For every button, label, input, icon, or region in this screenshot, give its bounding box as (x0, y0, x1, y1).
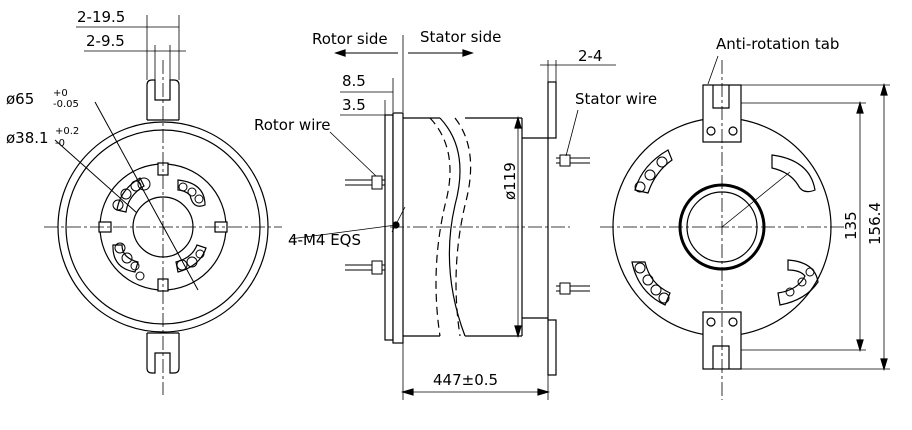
right-end-view (600, 55, 890, 400)
dim-tab-span-outer: 156.4 (866, 202, 884, 245)
break-line-3 (454, 117, 472, 337)
side-view (289, 35, 616, 400)
stator-flange-top (547, 81, 557, 139)
label-thread: 4-M4 EQS (288, 231, 361, 249)
center-lines (44, 60, 282, 395)
label-stator-side: Stator side (420, 28, 501, 46)
rotor-flange (384, 114, 394, 341)
break-line-2 (429, 117, 451, 337)
label-rotor-wire: Rotor wire (254, 116, 330, 134)
dim-slot-outer: 2-19.5 (77, 8, 125, 26)
dim-tab-span-inner: 135 (842, 211, 860, 240)
brush-slot-2 (112, 244, 139, 273)
stator-slot-1 (771, 154, 816, 193)
stator-slot-3 (631, 261, 671, 306)
left-end-view (44, 15, 282, 395)
stator-slot-4 (777, 259, 819, 306)
label-stator-wire: Stator wire (575, 90, 657, 108)
text-labels: 2-19.5 2-9.5 ø65 +0 -0.05 ø38.1 +0.2 -0 … (6, 8, 884, 389)
dim-id38-upper: +0.2 (55, 126, 79, 137)
pin-group (112, 177, 205, 281)
dim-rotor-offset-1: 8.5 (342, 72, 366, 90)
dim-od65-lower: -0.05 (53, 99, 79, 110)
dim-od65-upper: +0 (53, 88, 68, 99)
dim-body-diameter: ø119 (501, 162, 519, 200)
break-line-1 (439, 117, 466, 337)
dim-tab-thickness: 2-4 (578, 47, 603, 65)
dim-slot-inner: 2-9.5 (86, 32, 125, 50)
stator-flange-bottom (547, 319, 557, 376)
bottom-tab (146, 333, 180, 374)
dim-id38: ø38.1 (6, 129, 49, 147)
dim-id38-lower: -0 (55, 138, 65, 149)
dim-rotor-offset-2: 3.5 (342, 96, 366, 114)
label-anti-rotation-tab: Anti-rotation tab (716, 35, 839, 53)
stator-pins (634, 156, 815, 304)
dim-length: 447±0.5 (433, 371, 498, 389)
label-rotor-side: Rotor side (312, 30, 388, 48)
top-tab (146, 79, 180, 120)
dim-od65: ø65 (6, 90, 34, 108)
